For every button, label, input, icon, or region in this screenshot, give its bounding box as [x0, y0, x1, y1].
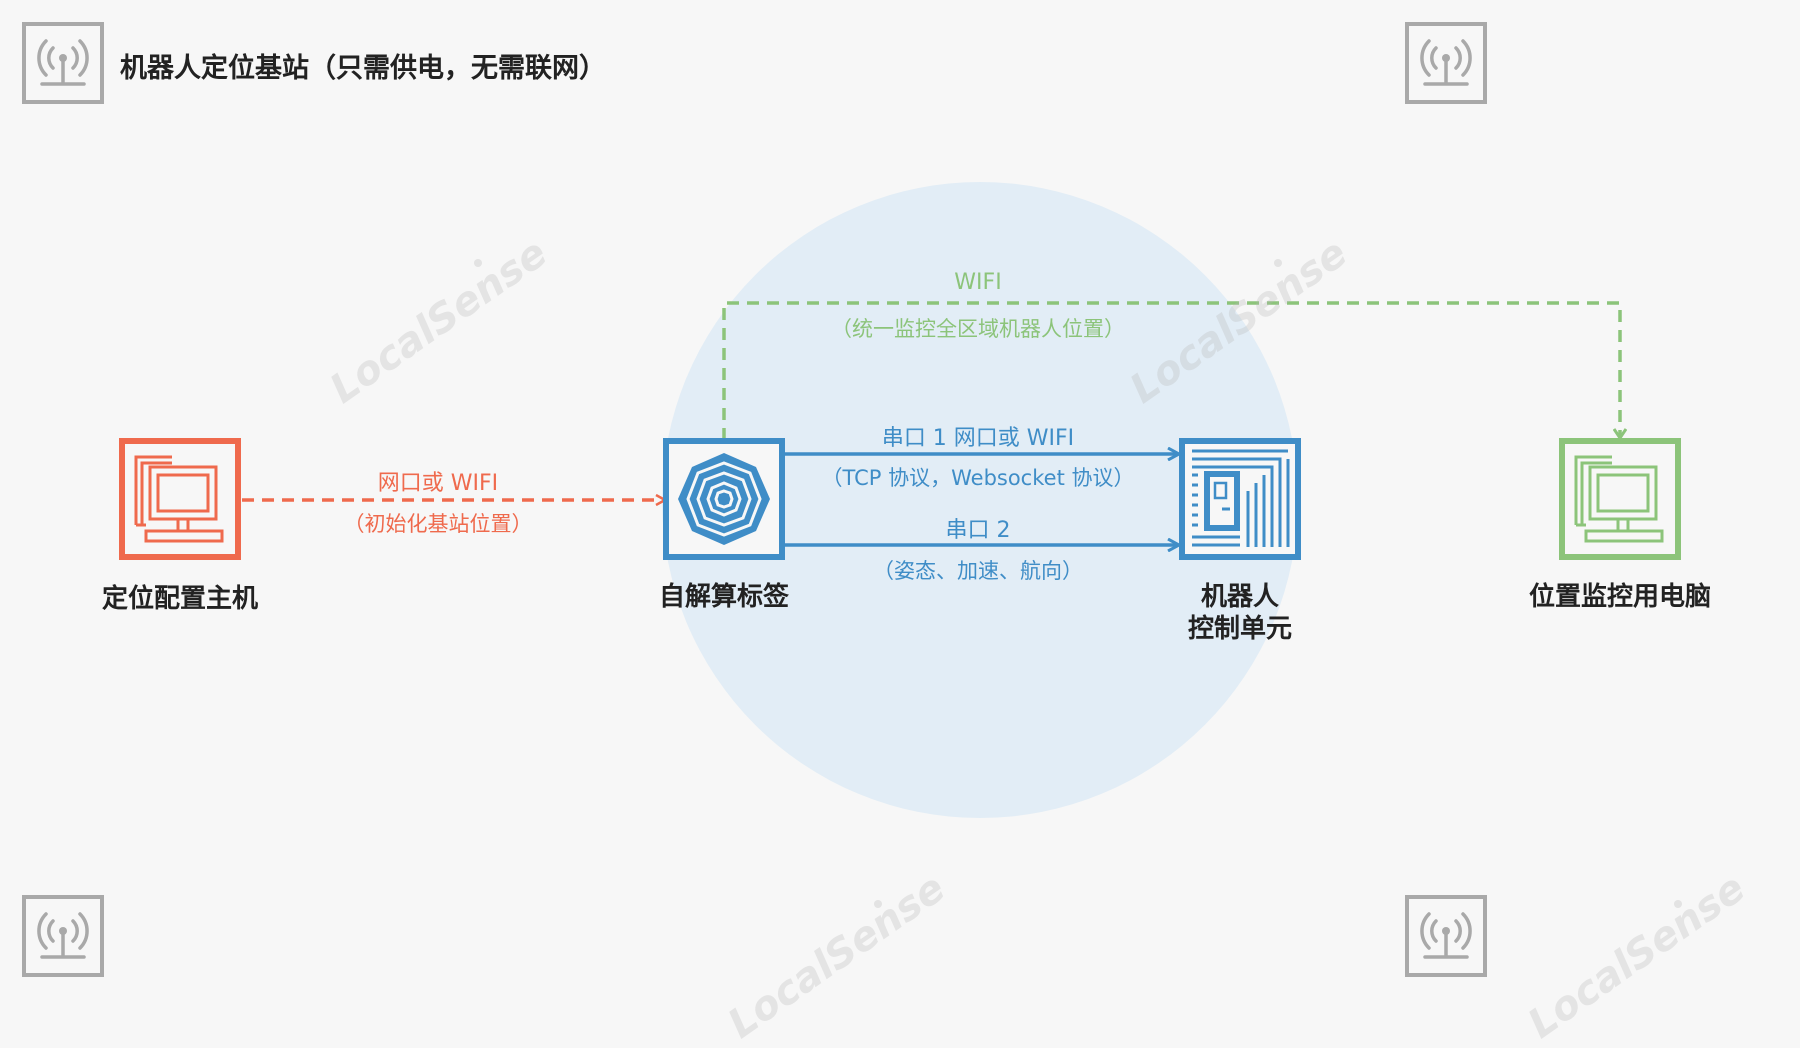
edge-sublabel-config-to-tag: （初始化基站位置） [343, 512, 533, 536]
edge-label-tag-to-monitor: WIFI [954, 270, 1002, 295]
watermark-dot [1674, 900, 1682, 908]
anchor-top-left [22, 22, 104, 104]
chip-icon [1192, 449, 1290, 547]
anchor-bottom-left [22, 895, 104, 977]
node-monitor-pc [1559, 438, 1681, 560]
edge-sublabel-tag-to-monitor: （统一监控全区域机器人位置） [831, 317, 1125, 341]
label-monitor-pc: 位置监控用电脑 [1528, 582, 1711, 612]
watermark-dot [874, 900, 882, 908]
antenna-icon [1420, 912, 1472, 959]
antenna-icon [37, 39, 89, 86]
node-robot [1179, 438, 1301, 560]
edge-tag-to-monitor [722, 301, 1620, 440]
computer-icon [1574, 455, 1664, 543]
anchor-bottom-right [1405, 895, 1487, 977]
antenna-icon [1420, 39, 1472, 86]
antenna-icon [37, 912, 89, 959]
watermark-dot [474, 259, 482, 267]
node-tag [663, 438, 785, 560]
tag-icon [678, 453, 770, 545]
edge-sublabel-tag-to-robot-2: （姿态、加速、航向） [873, 559, 1083, 583]
edge-label-config-to-tag: 网口或 WIFI [377, 471, 499, 496]
label-config-host: 定位配置主机 [101, 584, 258, 614]
coverage-area [662, 182, 1298, 818]
diagram-stage: LocalSense LocalSense LocalSense LocalSe… [22, 22, 1753, 1048]
label-robot-line2: 控制单元 [1187, 614, 1292, 644]
anchor-top-right [1405, 22, 1487, 104]
edge-label-tag-to-robot-2: 串口 2 [945, 518, 1011, 543]
page-title: 机器人定位基站（只需供电，无需联网） [120, 53, 606, 84]
label-tag: 自解算标签 [658, 582, 789, 612]
node-config-host [119, 438, 241, 560]
edge-label-tag-to-robot-1: 串口 1 网口或 WIFI [881, 426, 1075, 451]
watermark-dot [1274, 259, 1282, 267]
computer-icon [134, 455, 224, 543]
edge-sublabel-tag-to-robot-1: （TCP 协议，Websocket 协议） [821, 466, 1135, 490]
diagram-canvas [22, 22, 1682, 977]
label-robot-line1: 机器人 [1200, 582, 1279, 612]
